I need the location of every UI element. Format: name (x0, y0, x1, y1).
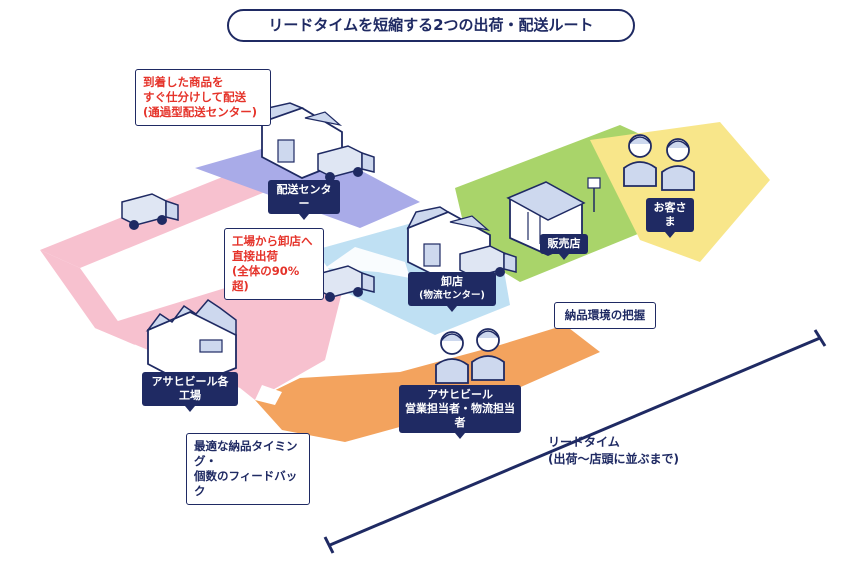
factory-icon (145, 299, 237, 387)
customers-label: お客さま (646, 198, 694, 238)
direct-shipping-callout: 工場から卸店へ 直接出荷 (全体の90%超) (224, 228, 324, 300)
retail-store-label: 販売店 (540, 234, 588, 260)
route-pink-left (40, 250, 135, 345)
route-orange (255, 325, 600, 442)
lead-time-axis-cap-left (323, 536, 335, 554)
wholesaler-label: 卸店 (物流センター) (408, 272, 496, 312)
staff-label: アサヒビール 営業担当者・物流担当者 (399, 385, 521, 439)
route-yellow (590, 122, 770, 262)
crossdock-callout: 到着した商品を すぐ仕分けして配送 (通過型配送センター) (135, 69, 271, 126)
lead-time-label: リードタイム (出荷〜店頭に並ぶまで) (548, 435, 679, 466)
lead-time-axis (329, 336, 821, 547)
distribution-center-label: 配送センター (268, 180, 340, 220)
page-title: リードタイムを短縮する2つの出荷・配送ルート (227, 9, 635, 42)
arrow-feedback-to-factory (255, 385, 282, 405)
inventory-callout: 納品環境の把握 (554, 302, 656, 329)
lead-time-axis-cap-right (813, 329, 827, 347)
factory-label: アサヒビール各工場 (142, 372, 238, 412)
arrow-to-wholesaler (325, 247, 410, 278)
feedback-callout: 最適な納品タイミング・ 個数のフィードバック (186, 433, 310, 505)
